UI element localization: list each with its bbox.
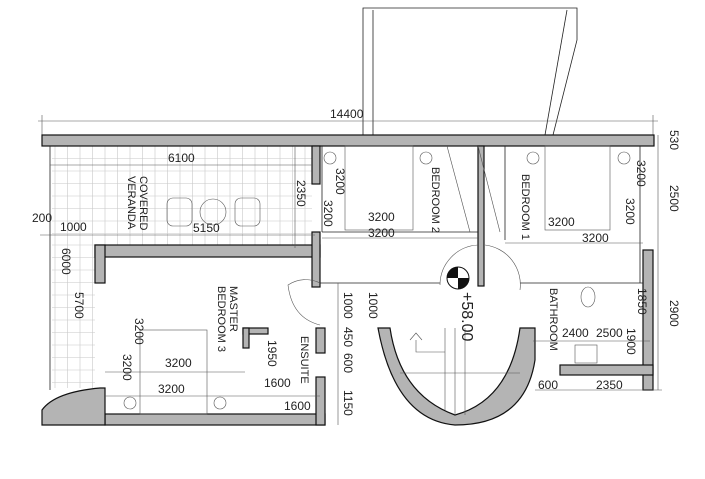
veranda-label-2: VERANDA: [125, 176, 137, 230]
dim-label: 530: [667, 130, 681, 150]
dimension-lines: [40, 135, 662, 425]
dim-label: 6100: [168, 151, 195, 165]
dim-label: 3200: [321, 200, 335, 227]
doors: [287, 145, 521, 326]
dim-label: 2400: [562, 326, 589, 340]
spiral-staircase: [377, 327, 536, 426]
level-marker: +58.00: [446, 266, 475, 341]
room-labels: COVERED VERANDA BEDROOM 2 BEDROOM 1 MAST…: [125, 167, 559, 384]
dim-label: 1950: [265, 340, 279, 367]
dim-label: 1850: [635, 288, 649, 315]
dim-label: 3200: [368, 210, 395, 224]
dim-label: 1150: [341, 390, 355, 416]
dim-label: 5150: [193, 221, 220, 235]
furniture: [123, 145, 631, 415]
dim-label: 2350: [294, 180, 308, 207]
bedroom-1-label: BEDROOM 1: [519, 174, 531, 240]
dim-label: 2900: [667, 300, 681, 327]
overall-width-label: 14400: [330, 107, 364, 121]
level-label: +58.00: [458, 292, 475, 341]
veranda-label: COVERED: [137, 176, 149, 230]
dim-label: 1900: [624, 328, 638, 355]
ensuite-label: ENSUITE: [298, 336, 310, 384]
roof-tower-outline: [362, 7, 578, 136]
dim-label: 2500: [667, 185, 681, 212]
dim-label: 3200: [582, 231, 609, 245]
dim-label: 2350: [596, 378, 623, 392]
master-label: MASTER: [227, 286, 239, 332]
dim-label: 3200: [333, 168, 347, 195]
dim-label: 1600: [264, 376, 291, 390]
dim-label: 3200: [165, 356, 192, 370]
overall-dimension: 14400: [38, 107, 658, 135]
dim-label: 6000: [59, 248, 73, 275]
veranda-floor: [52, 145, 312, 388]
dim-label: 3200: [120, 354, 134, 381]
dim-label: 200: [32, 211, 52, 225]
bathroom-label: BATHROOM: [547, 288, 559, 351]
dim-label: 3200: [132, 318, 146, 345]
dimension-labels: 6100 5150 2350 200 1000 5700 6000 3200 3…: [32, 130, 681, 416]
master-label-2: BEDROOM 3: [215, 286, 227, 352]
dim-label: 1000: [341, 292, 355, 319]
dim-label: 450: [341, 327, 355, 347]
dim-label: 1000: [366, 292, 380, 319]
dim-label: 1000: [60, 220, 87, 234]
bedroom-2-label: BEDROOM 2: [429, 167, 441, 233]
dim-label: 1600: [284, 399, 311, 413]
dim-label: 3200: [158, 382, 185, 396]
dim-label: 5700: [72, 292, 86, 319]
dim-label: 3200: [623, 198, 637, 225]
dim-label: 600: [341, 353, 355, 373]
dim-label: 3200: [634, 160, 648, 187]
dim-label: 3200: [368, 226, 395, 240]
dim-label: 600: [538, 378, 558, 392]
dim-label: 3200: [548, 215, 575, 229]
dim-label: 2500: [596, 326, 623, 340]
